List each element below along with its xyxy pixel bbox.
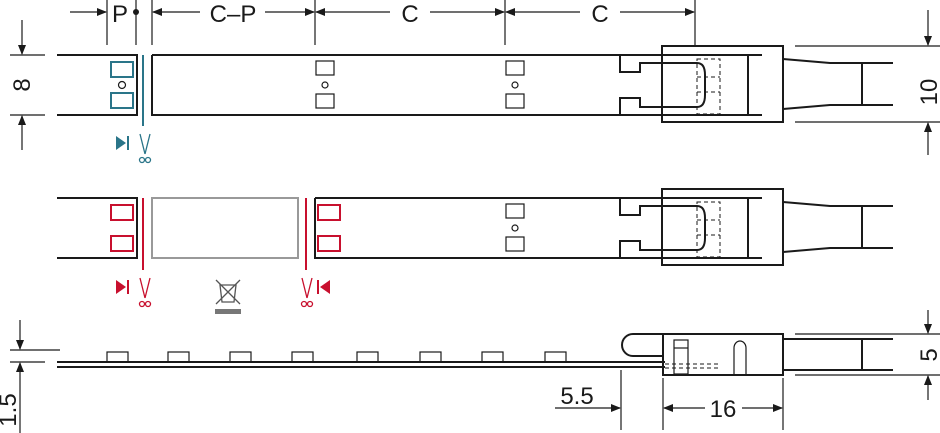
dim-width-strip: 8: [9, 20, 45, 150]
dim-offset: 5.5: [555, 370, 622, 430]
dim-c-1: C: [401, 1, 418, 28]
strip-side-view: [57, 333, 893, 376]
scissors-icon: [138, 277, 152, 308]
connector-side: [621, 333, 893, 376]
strip-top-view-waste-cut: [57, 188, 893, 314]
svg-text:1.5: 1.5: [0, 393, 22, 426]
dim-length-connector: 16: [662, 378, 784, 430]
dim-c-minus-p: C–P: [210, 1, 257, 28]
cut-direction-icon: [320, 280, 330, 294]
dim-pitch: P: [112, 1, 128, 28]
dim-width-connector: 10: [795, 10, 940, 155]
scissors-icon: [300, 277, 314, 308]
scissors-icon: [138, 133, 152, 164]
strip-top-view-ok-cut: [57, 45, 893, 164]
waste-segment: [151, 197, 299, 259]
svg-text:16: 16: [710, 396, 737, 423]
dim-c-2: C: [591, 1, 608, 28]
svg-text:10: 10: [916, 79, 940, 106]
svg-text:5.5: 5.5: [560, 383, 593, 410]
svg-text:5: 5: [916, 348, 940, 361]
cut-ok-icons: [116, 133, 152, 164]
cut-direction-icon: [116, 136, 126, 150]
connector-top-1: [619, 45, 893, 123]
connector-top-2: [619, 188, 893, 266]
waste-bin-crossed-icon: [215, 279, 241, 314]
dim-height-connector: 5: [795, 310, 940, 400]
svg-text:8: 8: [9, 78, 36, 91]
top-dimension-chain: P C–P C C: [70, 0, 696, 45]
dim-thickness-strip: 1.5: [0, 320, 60, 433]
cut-direction-icon: [116, 280, 126, 294]
